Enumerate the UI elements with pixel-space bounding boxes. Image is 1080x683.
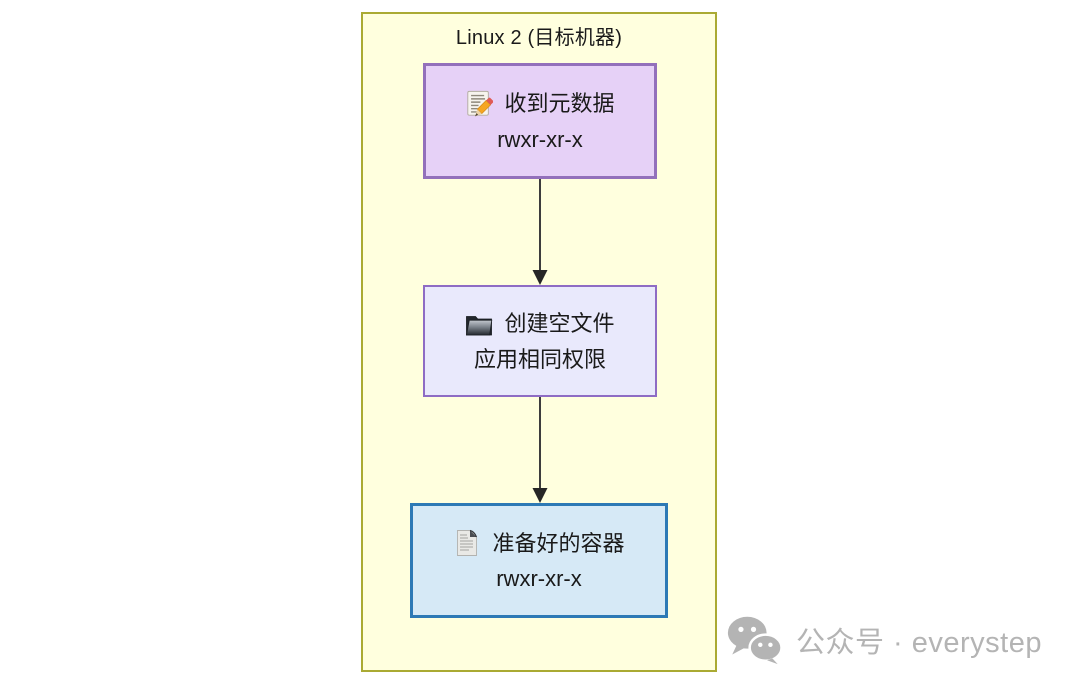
watermark-text: 公众号 · everystep [796, 626, 1042, 659]
document-icon [453, 529, 481, 557]
node-create-empty-file: 创建空文件 应用相同权限 [423, 285, 657, 397]
memo-pencil-icon [465, 90, 494, 118]
open-folder-icon [465, 310, 493, 338]
arrow-down-2 [532, 397, 548, 503]
node-label: 收到元数据 [504, 91, 615, 117]
watermark: 公众号 · everystep [725, 614, 1042, 665]
node-line: 收到元数据 [465, 90, 615, 118]
node-sublabel: rwxr-xr-x [496, 566, 582, 592]
node-label: 创建空文件 [504, 311, 615, 337]
node-prepared-container: 准备好的容器 rwxr-xr-x [410, 503, 668, 618]
node-line: 创建空文件 [465, 310, 615, 338]
node-sublabel: rwxr-xr-x [497, 126, 583, 152]
node-received-metadata: 收到元数据 rwxr-xr-x [423, 63, 657, 179]
wechat-icon [725, 614, 783, 665]
container-title: Linux 2 (目标机器) [455, 27, 623, 49]
node-label: 准备好的容器 [492, 530, 625, 556]
node-line: 准备好的容器 [453, 529, 625, 557]
node-sublabel: 应用相同权限 [473, 346, 606, 372]
arrow-down-1 [532, 179, 548, 285]
